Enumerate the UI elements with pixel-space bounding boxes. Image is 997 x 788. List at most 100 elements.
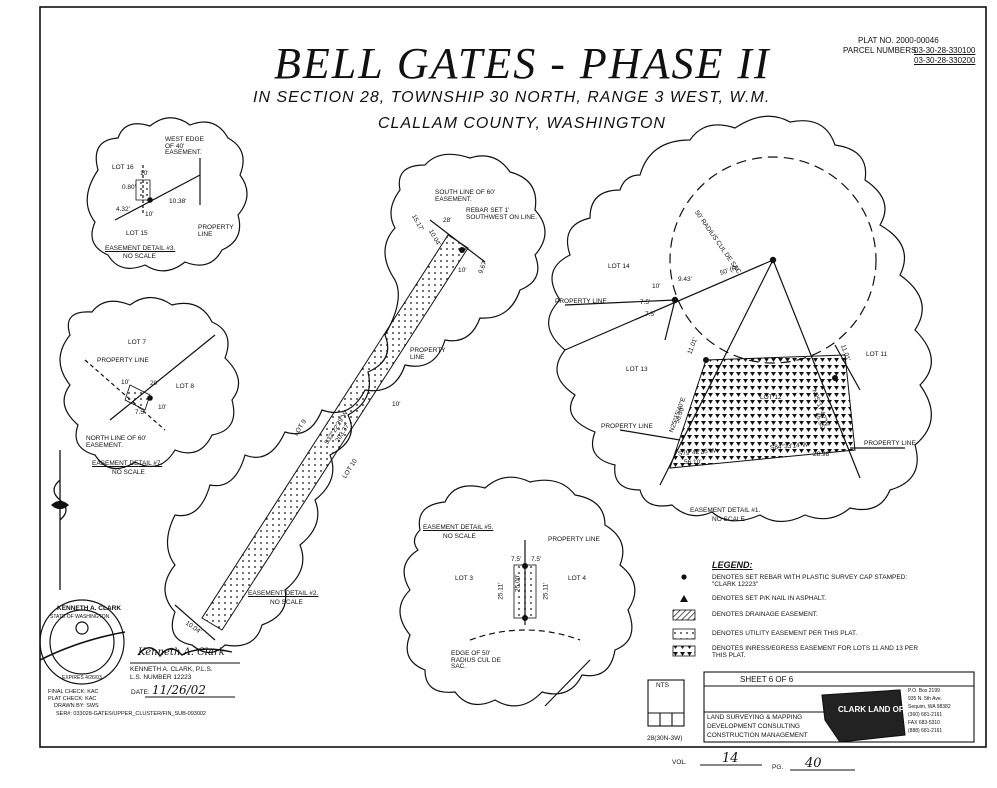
addr-4: (360) 681-2161 xyxy=(908,712,943,718)
legend-item-rebar: DENOTES SET REBAR WITH PLASTIC SURVEY CA… xyxy=(712,574,908,588)
d7-caption: EASEMENT DETAIL #7. xyxy=(92,460,163,467)
parcel-label: PARCEL NUMBERS xyxy=(843,46,917,55)
d2-south-line: SOUTH LINE OF 60' EASEMENT. xyxy=(435,189,496,203)
seal-state: STATE OF WASHINGTON xyxy=(50,614,110,620)
drawn-by: DRAWN BY: SWS xyxy=(54,703,99,709)
d5-dim-75b: 7.5' xyxy=(531,556,542,563)
nts-label: NTS xyxy=(656,682,669,689)
plat-location-line-1: IN SECTION 28, TOWNSHIP 30 NORTH, RANGE … xyxy=(253,89,771,106)
d1-dim-2898: 28.98' xyxy=(813,451,831,458)
d3-lot-15: LOT 15 xyxy=(126,230,148,237)
d5-no-scale: NO SCALE xyxy=(443,533,476,540)
d3-dim-080: 0.80' xyxy=(122,184,136,191)
date-label: DATE: xyxy=(131,689,150,696)
legend-item-pk-nail: DENOTES SET P/K NAIL IN ASPHALT. xyxy=(712,595,827,602)
d7-dim-75: 7.5' xyxy=(135,409,146,416)
pg-label: PG. xyxy=(772,764,784,771)
d3-lot-16: LOT 16 xyxy=(112,164,134,171)
service-1: LAND SURVEYING & MAPPING xyxy=(707,714,803,721)
legend-item-ingress: DENOTES INRESS/EGRESS EASEMENT FOR LOTS … xyxy=(712,645,919,659)
sheet-border xyxy=(39,6,987,748)
seal-expires: EXPIRES 4/26/03 xyxy=(62,675,102,681)
d3-dim-10a: 10' xyxy=(140,170,149,177)
d2-rebar-note: REBAR SET 1' SOUTHWEST ON LINE. xyxy=(466,207,538,221)
d1-dim-943: 9.43' xyxy=(678,276,692,283)
service-2: DEVELOPMENT CONSULTING xyxy=(707,723,800,730)
d5-dim-2500: 25.00' xyxy=(514,574,522,593)
d2-dim-28: 28' xyxy=(443,217,452,224)
d3-property-line: PROPERTY LINE xyxy=(198,224,234,238)
parcel-number-1: 03-30-28-330100 xyxy=(914,46,976,55)
surveyor-license: L.S. NUMBER 12223 xyxy=(130,674,192,681)
d1-lot-11: LOT 11 xyxy=(866,351,888,358)
section-township: 28(30N-3W) xyxy=(647,735,683,742)
detail-5-cloud xyxy=(399,476,636,707)
d3-no-scale: NO SCALE xyxy=(123,253,156,260)
d1-no-scale: NO SCALE xyxy=(712,516,745,523)
service-3: CONSTRUCTION MANAGEMENT xyxy=(707,732,808,739)
legend-title: LEGEND: xyxy=(712,560,753,570)
d5-dim-2511b: 25.11' xyxy=(542,582,550,600)
d7-lot-7: LOT 7 xyxy=(128,339,146,346)
signature-lines xyxy=(130,647,240,698)
d1-property-line-a: PROPERTY LINE xyxy=(555,298,607,305)
d5-dim-2511a: 25.11' xyxy=(497,582,505,600)
d1-property-line-b: PROPERTY LINE xyxy=(601,423,653,430)
d7-property-line: PROPERTY LINE xyxy=(97,357,149,364)
d1-caption: EASEMENT DETAIL #1. xyxy=(690,507,761,514)
company-logo-text: CLARK LAND OFFICE xyxy=(838,705,922,714)
d7-no-scale: NO SCALE xyxy=(112,469,145,476)
addr-1: P.O. Box 2199 xyxy=(908,688,940,694)
d2-dim-10-mid: 10' xyxy=(392,401,401,408)
d2-caption: EASEMENT DETAIL #2. xyxy=(248,590,319,597)
addr-6: (888) 681-2161 xyxy=(908,728,943,734)
d3-dim-432: 4.32' xyxy=(116,206,130,213)
plat-check: PLAT CHECK: KAC xyxy=(48,696,97,702)
d7-dim-10: 10' xyxy=(121,379,130,386)
d1-lot-14: LOT 14 xyxy=(608,263,630,270)
plat-number: PLAT NO. 2000-00046 xyxy=(858,36,939,45)
seal-name: KENNETH A. CLARK xyxy=(57,605,122,612)
d1-property-line-c: PROPERTY LINE xyxy=(864,440,916,447)
d7-dim-20: 20' xyxy=(150,380,159,387)
d1-lot-13: LOT 13 xyxy=(626,366,648,373)
d7-lot-8: LOT 8 xyxy=(176,383,194,390)
plat-title: BELL GATES - PHASE II xyxy=(274,39,771,88)
d2-no-scale: NO SCALE xyxy=(270,599,303,606)
legend-symbols xyxy=(672,574,696,657)
d1-lot-12: LOT 12 xyxy=(760,394,782,401)
legend-item-utility: DENOTES UTILITY EASEMENT PER THIS PLAT. xyxy=(712,630,858,637)
d3-west-edge: WEST EDGE OF 40' EASEMENT. xyxy=(165,136,204,156)
d7-north-line: NORTH LINE OF 60' EASEMENT. xyxy=(86,435,147,449)
surveyor-name: KENNETH A. CLARK, P.L.S. xyxy=(130,666,213,673)
d5-dim-75a: 7.5' xyxy=(511,556,522,563)
d3-dim-1038: 10.38' xyxy=(169,198,187,205)
legend-item-drainage: DENOTES DRAINAGE EASEMENT. xyxy=(712,611,818,618)
d3-dim-10b: 10' xyxy=(145,211,154,218)
final-check: FINAL CHECK: KAC xyxy=(48,689,99,695)
vol-value: 14 xyxy=(722,751,739,766)
d2-property-line: PROPERTY LINE xyxy=(410,347,446,361)
d5-property-line: PROPERTY LINE xyxy=(548,536,600,543)
d1-dim-5610: 56.10' xyxy=(684,459,702,466)
d3-caption: EASEMENT DETAIL #3. xyxy=(105,245,176,252)
d1-dim-10: 10' xyxy=(652,283,661,290)
serial-number: SER#: 033028-GATES/UPPER_CLUSTER/FIN_SUB… xyxy=(56,711,206,717)
addr-5: FAX 683-5310 xyxy=(908,720,940,726)
d5-lot-4: LOT 4 xyxy=(568,575,586,582)
d5-edge-note: EDGE OF 50' RADIUS CUL DE SAC. xyxy=(451,650,501,670)
north-arrow-icon xyxy=(51,450,69,590)
d5-caption: EASEMENT DETAIL #5. xyxy=(423,524,494,531)
plat-location-line-2: CLALLAM COUNTY, WASHINGTON xyxy=(378,115,666,132)
title-block xyxy=(647,671,975,771)
d2-dim-10: 10' xyxy=(458,267,467,274)
detail-7-cloud xyxy=(59,296,240,470)
pg-value: 40 xyxy=(805,756,822,771)
d1-dim-75a: 7.5' xyxy=(640,299,651,306)
sheet-number: SHEET 6 OF 6 xyxy=(740,675,794,684)
signature: Kenneth A. Clark xyxy=(138,647,225,658)
addr-2: 935 N. 5th Ave. xyxy=(908,696,943,702)
detail-2-cloud xyxy=(164,153,546,654)
